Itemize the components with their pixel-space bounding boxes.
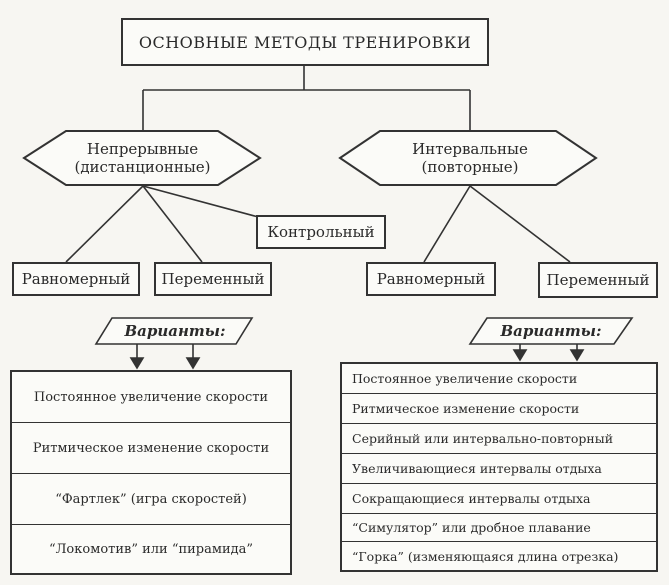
left-arrow-2 bbox=[185, 357, 201, 370]
interval-line2: (повторные) bbox=[421, 158, 519, 176]
interval-line1: Интервальные bbox=[412, 140, 528, 158]
list-item: Ритмическое изменение скорости bbox=[12, 423, 290, 474]
right-arrow-1 bbox=[512, 349, 528, 362]
list-item: Увеличивающиеся интервалы отдыха bbox=[342, 454, 656, 484]
continuous-methods-label: Непрерывные (дистанционные) bbox=[40, 138, 245, 178]
right-variants-label: Варианты: bbox=[500, 322, 602, 340]
list-item: Серийный или интервально-повторный bbox=[342, 424, 656, 454]
list-item: “Локомотив” или “пирамида” bbox=[48, 541, 254, 557]
interval-methods-label: Интервальные (повторные) bbox=[360, 138, 580, 178]
list-item: Постоянное увеличение скорости bbox=[12, 372, 290, 423]
continuous-line2: (дистанционные) bbox=[74, 158, 211, 176]
right-variable-box: Переменный bbox=[538, 262, 658, 298]
page-title: ОСНОВНЫЕ МЕТОДЫ ТРЕНИРОВКИ bbox=[121, 18, 489, 66]
control-method-box: Контрольный bbox=[256, 215, 386, 249]
left-hexagon bbox=[22, 130, 262, 186]
list-item: Сокращающиеся интервалы отдыха bbox=[342, 484, 656, 514]
right-variants-shape bbox=[468, 317, 634, 345]
continuous-line1: Непрерывные bbox=[86, 140, 199, 158]
left-variants-list: Постоянное увеличение скорости Ритмическ… bbox=[10, 370, 292, 575]
left-arrow-1 bbox=[129, 357, 145, 370]
left-variants-label: Варианты: bbox=[124, 322, 226, 340]
left-uniform-box: Равномерный bbox=[12, 262, 140, 296]
left-variants-shape bbox=[94, 317, 254, 345]
left-variable-box: Переменный bbox=[154, 262, 272, 296]
right-uniform-box: Равномерный bbox=[366, 262, 496, 296]
list-item: Ритмическое изменение скорости bbox=[342, 394, 656, 424]
right-arrow-2 bbox=[569, 349, 585, 362]
list-item: “Симулятор” или дробное плавание bbox=[342, 514, 656, 542]
right-hexagon bbox=[338, 130, 598, 186]
list-item: “Горка” (изменяющаяся длина отрезка) bbox=[352, 548, 619, 564]
list-item: Постоянное увеличение скорости bbox=[342, 364, 656, 394]
right-variants-list: Постоянное увеличение скорости Ритмическ… bbox=[340, 362, 658, 572]
list-item: “Фартлек” (игра скоростей) bbox=[12, 474, 290, 525]
